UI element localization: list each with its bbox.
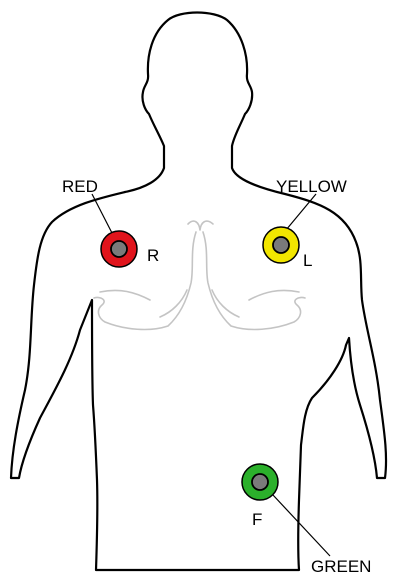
yellow-code-label: L [303,251,312,270]
green-electrode-center [252,474,268,490]
left-arm-electrode: YELLOW L [263,177,347,270]
left-leg-electrode: F GREEN [242,464,371,575]
body-outline [11,13,386,571]
red-electrode-center [111,241,127,257]
yellow-electrode-center [273,237,289,253]
green-leader-line [273,495,330,556]
yellow-label: YELLOW [276,177,347,196]
right-arm-electrode: RED R [62,177,159,267]
red-label: RED [62,177,98,196]
green-code-label: F [252,510,262,529]
red-leader-line [92,194,112,233]
red-code-label: R [147,246,159,265]
green-label: GREEN [311,557,371,575]
